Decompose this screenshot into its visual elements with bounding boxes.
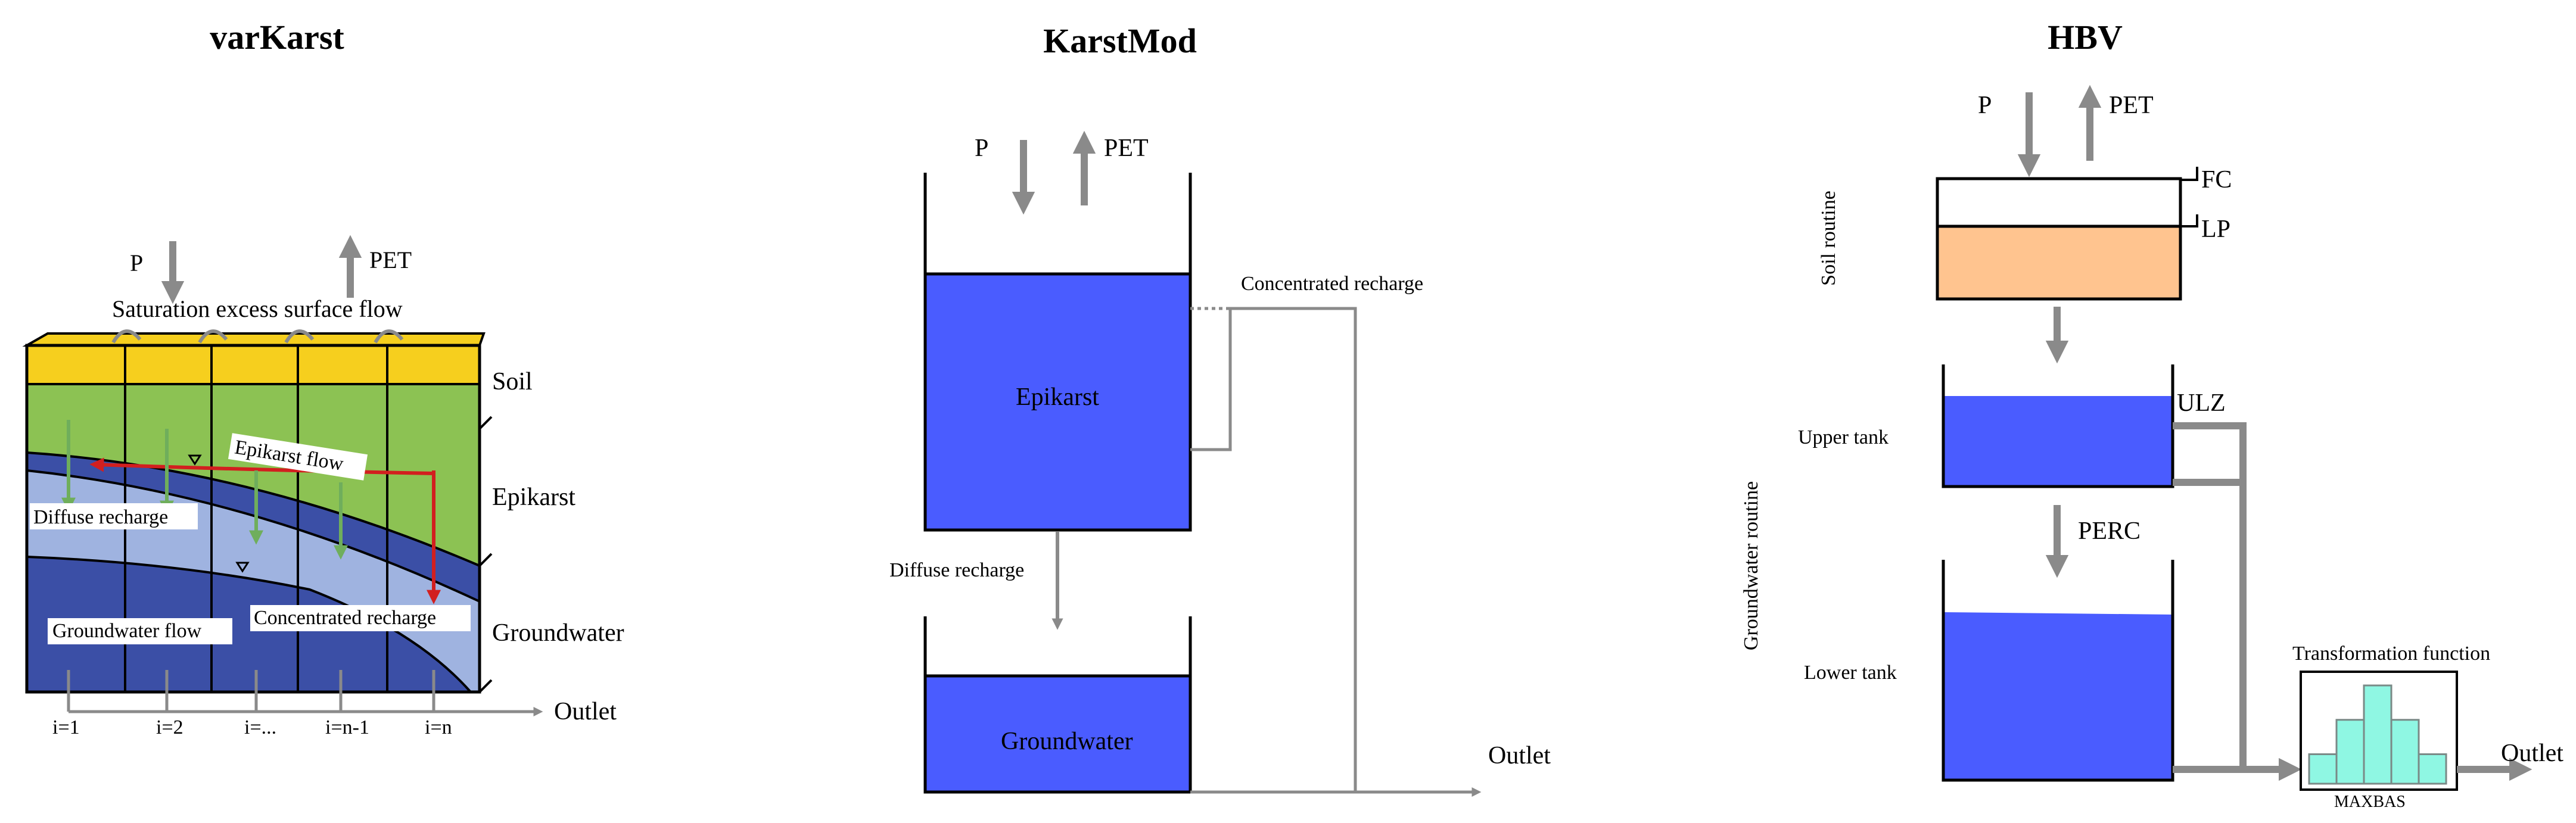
- diffuse-recharge-label: Diffuse recharge: [33, 506, 168, 528]
- concentrated-recharge-tag-bg: [250, 605, 471, 631]
- hbv-title: HBV: [2048, 18, 2123, 57]
- fc-leader-line: [2180, 167, 2198, 181]
- compartment-label: i=n-1: [325, 716, 369, 738]
- soil-top-face: [22, 332, 486, 347]
- karstmod-panel: KarstMod P PET Epikarst Concentrated rec…: [889, 21, 1551, 797]
- concentrated-recharge-label: Concentrated recharge: [254, 607, 436, 629]
- perc-label: PERC: [2078, 518, 2141, 545]
- epikarst-tank-outline: [923, 173, 1192, 532]
- upper-tank-water: [1943, 396, 2173, 487]
- hbv-p-label: P: [1978, 92, 1992, 119]
- groundwater-flow-tag-bg: [48, 618, 232, 644]
- karstmod-pet-label: PET: [1104, 135, 1149, 162]
- groundwater-label: Groundwater: [492, 619, 624, 647]
- soil-label: Soil: [492, 368, 533, 395]
- maxbas-bar: [2335, 719, 2365, 785]
- soil-routine-label: Soil routine: [1818, 191, 1840, 286]
- maxbas-bar: [2390, 719, 2420, 785]
- maxbas-bar: [2363, 684, 2393, 785]
- epikarst-layer: [27, 384, 480, 566]
- epikarst-flow-tag-bg: [228, 433, 368, 481]
- surface-flow-curl-icons: [111, 329, 404, 344]
- soil-moisture-storage: [1936, 225, 2182, 301]
- water-table-line: [26, 556, 472, 693]
- epikarst-bottom-boundary: [26, 469, 480, 603]
- maxbas-histogram: [2308, 684, 2447, 785]
- compartment-label: i=...: [244, 716, 276, 738]
- water-table-symbol-icon: [188, 454, 202, 466]
- karstmod-groundwater-label: Groundwater: [1001, 728, 1133, 755]
- varkarst-p-label: P: [130, 250, 143, 276]
- compartment-label: i=2: [156, 716, 183, 738]
- groundwater-flow-label: Groundwater flow: [52, 620, 202, 642]
- lp-label: LP: [2201, 216, 2230, 243]
- block-outline: [25, 344, 481, 694]
- varkarst-panel: varKarst P PET Saturation excess surface…: [22, 18, 624, 738]
- ulz-outflow-path: [2173, 422, 2247, 769]
- hbv-panel: HBV P PET FC LP Soil routine Upper tank …: [1740, 18, 2563, 811]
- diffuse-recharge-tag-bg: [30, 503, 198, 529]
- maxbas-bar: [2308, 753, 2338, 785]
- epikarst-flow-arrow-icon: [89, 457, 435, 475]
- groundwater-routine-label: Groundwater routine: [1740, 481, 1762, 650]
- water-table-symbol-icon: [235, 562, 250, 573]
- lower-tank-outline: [1942, 560, 2174, 782]
- varkarst-title: varKarst: [210, 18, 344, 57]
- lp-leader-line: [2180, 214, 2198, 227]
- epikarst-label: Epikarst: [492, 484, 575, 511]
- hbv-pet-label: PET: [2109, 92, 2154, 119]
- karstmod-title: KarstMod: [1043, 21, 1197, 60]
- compartment-label: i=1: [52, 716, 80, 738]
- fc-label: FC: [2201, 166, 2232, 194]
- karstmod-outlet-label: Outlet: [1488, 742, 1551, 769]
- ulz-label: ULZ: [2177, 389, 2226, 417]
- varkarst-outlet-label: Outlet: [554, 698, 617, 725]
- karstmod-p-label: P: [975, 135, 988, 162]
- compartment-label: i=n: [425, 716, 452, 738]
- maxbas-label: MAXBAS: [2334, 793, 2406, 811]
- varkarst-pet-label: PET: [369, 247, 412, 273]
- concentrated-recharge-path: [1190, 307, 1357, 792]
- surface-flow-label: Saturation excess surface flow: [112, 295, 403, 322]
- groundwater-tank-outline: [923, 616, 1192, 794]
- side-ticks: [478, 416, 493, 693]
- lower-tank-water: [1943, 612, 2173, 780]
- karstmod-diffuse-recharge-label: Diffuse recharge: [889, 559, 1024, 581]
- epikarst-dark-band: [27, 453, 480, 601]
- transformation-function-label: Transformation function: [2292, 643, 2490, 665]
- karstmod-concentrated-recharge-label: Concentrated recharge: [1241, 273, 1423, 295]
- groundwater-reservoir: [925, 676, 1190, 792]
- outlet-collector: [67, 670, 543, 717]
- soil-storage-upper: [1936, 177, 2182, 228]
- diffuse-recharge-arrows-icon: [61, 420, 348, 560]
- soil-layer: [27, 345, 480, 384]
- upper-tank-label: Upper tank: [1798, 426, 1889, 448]
- epikarst-reservoir: [925, 274, 1190, 530]
- maxbas-bar: [2418, 753, 2447, 785]
- karstmod-epikarst-label: Epikarst: [1016, 384, 1099, 411]
- hbv-outlet-label: Outlet: [2501, 740, 2563, 767]
- lower-tank-label: Lower tank: [1804, 662, 1897, 684]
